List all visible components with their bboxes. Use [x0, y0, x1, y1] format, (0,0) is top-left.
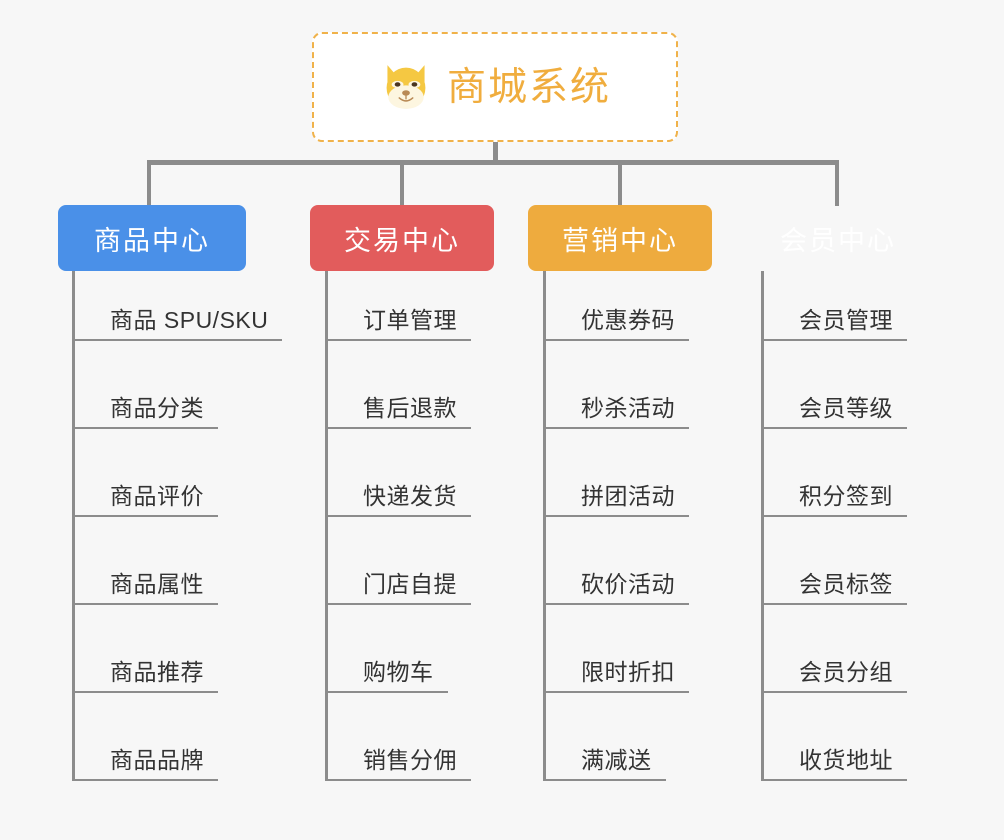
leaf-item-label: 商品品牌 [110, 747, 204, 774]
leaf-item[interactable]: 满减送 [543, 693, 666, 781]
leaf-item-label: 拼团活动 [581, 483, 675, 510]
leaf-item-label: 快递发货 [363, 483, 457, 510]
leaf-item[interactable]: 商品 SPU/SKU [72, 253, 282, 341]
leaf-spine [543, 271, 546, 781]
leaf-item[interactable]: 限时折扣 [543, 605, 689, 693]
leaf-item[interactable]: 商品品牌 [72, 693, 218, 781]
leaf-item[interactable]: 商品属性 [72, 517, 218, 605]
leaf-item-label: 订单管理 [363, 307, 457, 334]
leaf-item-label: 会员管理 [799, 307, 893, 334]
root-title: 商城系统 [446, 65, 611, 109]
leaf-item[interactable]: 积分签到 [761, 429, 907, 517]
category-label: 商品中心 [94, 225, 210, 256]
leaf-item[interactable]: 订单管理 [325, 253, 471, 341]
leaf-item-label: 商品分类 [110, 395, 204, 422]
leaf-item-label: 积分签到 [799, 483, 893, 510]
category-box-营销中心[interactable]: 营销中心 [528, 205, 712, 271]
root-node-商城系统[interactable]: 商城系统 [312, 32, 678, 142]
leaf-item[interactable]: 售后退款 [325, 341, 471, 429]
leaf-spine [761, 271, 764, 781]
leaf-item[interactable]: 门店自提 [325, 517, 471, 605]
leaf-item[interactable]: 快递发货 [325, 429, 471, 517]
leaf-item[interactable]: 商品推荐 [72, 605, 218, 693]
category-label: 会员中心 [780, 225, 896, 256]
leaf-item[interactable]: 秒杀活动 [543, 341, 689, 429]
leaf-item-label: 会员分组 [799, 659, 893, 686]
leaf-item-label: 销售分佣 [363, 747, 457, 774]
leaf-item-label: 限时折扣 [581, 659, 675, 686]
connector-drop-col-2 [400, 160, 404, 206]
leaf-item-label: 售后退款 [363, 395, 457, 422]
leaf-item[interactable]: 收货地址 [761, 693, 907, 781]
category-box-交易中心[interactable]: 交易中心 [310, 205, 494, 271]
connector-drop-col-4 [835, 160, 839, 206]
leaf-item-label: 商品属性 [110, 571, 204, 598]
leaf-item[interactable]: 会员管理 [761, 253, 907, 341]
leaf-spine [72, 271, 75, 781]
leaf-item-label: 商品 SPU/SKU [110, 307, 269, 334]
connector-root-stem [493, 142, 498, 164]
leaf-item-label: 会员标签 [799, 571, 893, 598]
leaf-item-label: 秒杀活动 [581, 395, 675, 422]
leaf-item[interactable]: 商品评价 [72, 429, 218, 517]
leaf-item-label: 砍价活动 [581, 571, 675, 598]
leaf-item-label: 购物车 [363, 659, 434, 686]
leaf-item-label: 满减送 [581, 747, 652, 774]
category-box-会员中心[interactable]: 会员中心 [746, 205, 930, 271]
leaf-item[interactable]: 商品分类 [72, 341, 218, 429]
leaf-item-label: 门店自提 [363, 571, 457, 598]
category-label: 营销中心 [562, 225, 678, 256]
connector-drop-col-1 [147, 160, 151, 206]
leaf-item-label: 商品评价 [110, 483, 204, 510]
leaf-item-label: 会员等级 [799, 395, 893, 422]
connector-horizontal-bus [149, 160, 837, 165]
category-box-商品中心[interactable]: 商品中心 [58, 205, 246, 271]
connector-drop-col-3 [618, 160, 622, 206]
leaf-item-label: 收货地址 [799, 747, 893, 774]
leaf-item[interactable]: 优惠券码 [543, 253, 689, 341]
leaf-item[interactable]: 砍价活动 [543, 517, 689, 605]
leaf-item-label: 商品推荐 [110, 659, 204, 686]
leaf-item[interactable]: 会员分组 [761, 605, 907, 693]
leaf-item[interactable]: 会员标签 [761, 517, 907, 605]
shiba-dog-face-icon [386, 65, 426, 111]
leaf-item[interactable]: 拼团活动 [543, 429, 689, 517]
leaf-spine [325, 271, 328, 781]
leaf-item[interactable]: 购物车 [325, 605, 448, 693]
leaf-item-label: 优惠券码 [581, 307, 675, 334]
category-label: 交易中心 [344, 225, 460, 256]
leaf-item[interactable]: 会员等级 [761, 341, 907, 429]
leaf-item[interactable]: 销售分佣 [325, 693, 471, 781]
